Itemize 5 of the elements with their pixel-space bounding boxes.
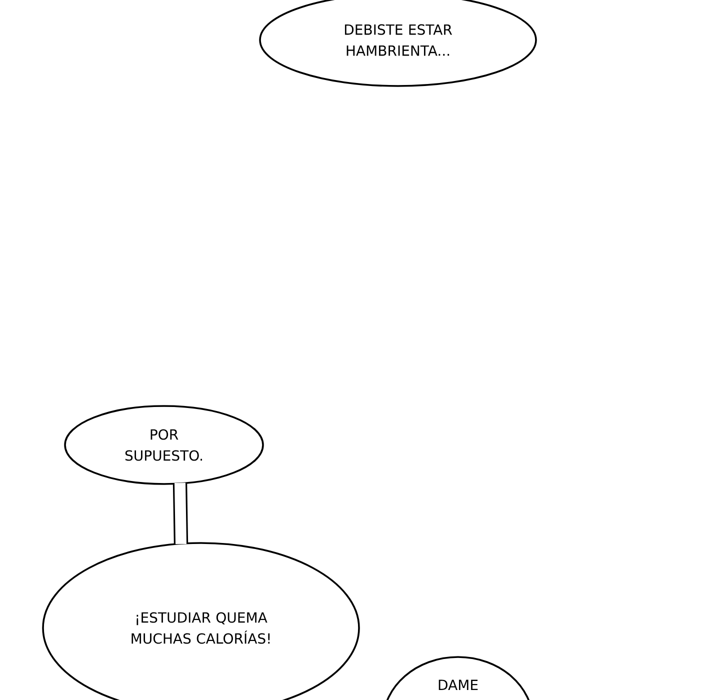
speech-bubble: ¡ESTUDIAR QUEMA MUCHAS CALORÍAS! bbox=[42, 542, 360, 700]
speech-bubble: POR SUPUESTO. bbox=[64, 405, 264, 485]
bubble-connector bbox=[172, 482, 188, 544]
speech-bubble: DEBISTE ESTAR HAMBRIENTA... bbox=[259, 0, 537, 87]
speech-bubble: DAME bbox=[382, 656, 534, 700]
